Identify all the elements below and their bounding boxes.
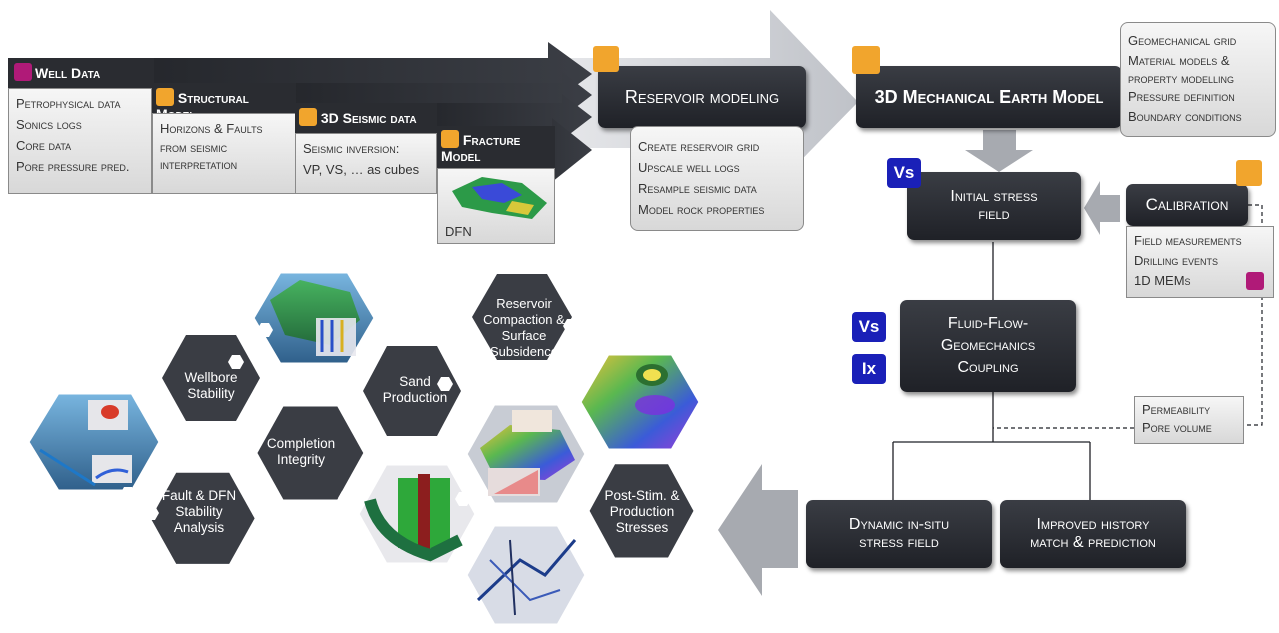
reservoir-item: Create reservoir grid	[638, 139, 760, 154]
permeability-item: Permeability	[1142, 402, 1211, 417]
arrow-calib-to-stress	[1084, 181, 1120, 235]
hex-image-sand	[464, 402, 588, 506]
seismic-item: VP, VS, … as cubes	[303, 162, 420, 177]
reservoir-modeling-box: Reservoir modeling	[598, 66, 806, 128]
structural-model-header: Structural Model	[152, 83, 296, 122]
hex-image-left	[26, 391, 162, 493]
hex-fault	[150, 472, 255, 564]
well-data-panel: Petrophysical data Sonics logs Core data…	[8, 88, 152, 194]
hex-compaction	[472, 274, 572, 360]
arrow-results-to-hex	[718, 464, 798, 596]
mem-title: 3D Mechanical Earth Model	[874, 87, 1104, 107]
hex-label-fault: Fault & DFN Stability Analysis	[161, 488, 237, 535]
fracture-model-panel: DFN	[437, 168, 555, 244]
initial-stress-title: Initial stress field	[950, 188, 1038, 223]
seismic-header: 3D Seismic data	[295, 103, 437, 133]
hex-label-completion: Completion Integrity	[266, 436, 336, 467]
fracture-model-header: Fracture Model	[437, 126, 555, 168]
mem-item: Geomechanical grid	[1128, 33, 1237, 48]
dynamic-stress-box: Dynamic in-situ stress field	[806, 500, 992, 568]
software-icon	[441, 130, 459, 148]
hex-completion	[257, 406, 364, 500]
vs-badge: Vs	[852, 312, 886, 342]
software-icon	[593, 46, 619, 72]
seismic-panel: Seismic inversion: VP, VS, … as cubes	[295, 133, 437, 194]
hex-image-network	[464, 523, 588, 627]
mem-item: Pressure definition	[1128, 89, 1235, 104]
mem-item: Boundary conditions	[1128, 109, 1242, 124]
hex-image-top	[251, 270, 377, 366]
calibration-box: Calibration	[1126, 184, 1248, 226]
well-data-icon	[14, 63, 32, 81]
software-icon	[156, 88, 174, 106]
coupling-box: Fluid-Flow-Geomechanics Coupling	[900, 300, 1076, 392]
history-match-box: Improved history match & prediction	[1000, 500, 1186, 568]
well-data-header: Well Data	[8, 58, 154, 88]
hex-image-reservoir	[578, 352, 702, 452]
well-data-item: Sonics logs	[16, 117, 82, 132]
hex-label-compaction: Reservoir Compaction & Surface Subsidenc…	[483, 296, 565, 359]
initial-stress-box: Initial stress field	[907, 172, 1081, 240]
techlog-icon	[1246, 272, 1264, 290]
permeability-item: Pore volume	[1142, 420, 1212, 435]
mem-box: 3D Mechanical Earth Model	[856, 66, 1122, 128]
well-data-item: Core data	[16, 138, 72, 153]
reservoir-item: Resample seismic data	[638, 181, 757, 196]
software-icon	[299, 108, 317, 126]
fracture-caption: DFN	[445, 224, 472, 239]
well-data-item: Petrophysical data	[16, 96, 121, 111]
hex-label-wellbore: Wellbore Stability	[184, 370, 238, 401]
fracture-model-title: Fracture Model	[441, 132, 521, 164]
history-match-title: Improved history match & prediction	[1030, 516, 1156, 551]
permeability-panel: Permeability Pore volume	[1134, 396, 1244, 444]
ix-badge: Ix	[852, 354, 886, 384]
dynamic-stress-title: Dynamic in-situ stress field	[848, 516, 950, 551]
hex-label-sand: Sand Production	[382, 374, 448, 405]
well-data-item: Pore pressure pred.	[16, 159, 130, 174]
well-data-title: Well Data	[35, 65, 101, 81]
reservoir-item: Model rock properties	[638, 202, 765, 217]
mem-panel: Geomechanical grid Material models & pro…	[1120, 22, 1276, 137]
mem-item: property modelling	[1128, 71, 1234, 86]
calibration-item: Drilling events	[1134, 253, 1219, 268]
reservoir-modeling-title: Reservoir modeling	[624, 87, 780, 107]
vs-badge: Vs	[887, 158, 921, 188]
hex-label-poststim: Post-Stim. & Production Stresses	[604, 488, 680, 535]
structural-model-panel: Horizons & Faults from seismic interpret…	[152, 113, 296, 194]
software-icon	[852, 46, 880, 74]
calibration-item: Field measurements	[1134, 233, 1242, 248]
calibration-item: 1D MEMs	[1134, 273, 1191, 288]
coupling-title: Fluid-Flow-Geomechanics Coupling	[940, 315, 1036, 376]
structural-model-item: from seismic interpretation	[160, 140, 238, 172]
dfn-image	[452, 177, 547, 219]
seismic-title: 3D Seismic data	[320, 110, 417, 126]
mem-item: Material models &	[1128, 53, 1230, 68]
reservoir-modeling-panel: Create reservoir grid Upscale well logs …	[630, 126, 804, 231]
software-icon	[1236, 160, 1262, 186]
hex-image-completion	[356, 462, 478, 566]
hex-sand	[363, 346, 461, 436]
hex-poststim	[589, 464, 694, 558]
arrow-mem-to-stress	[965, 130, 1033, 172]
calibration-title: Calibration	[1145, 195, 1229, 214]
seismic-item: Seismic inversion:	[303, 141, 400, 156]
structural-model-item: Horizons & Faults	[160, 121, 263, 136]
reservoir-item: Upscale well logs	[638, 160, 740, 175]
